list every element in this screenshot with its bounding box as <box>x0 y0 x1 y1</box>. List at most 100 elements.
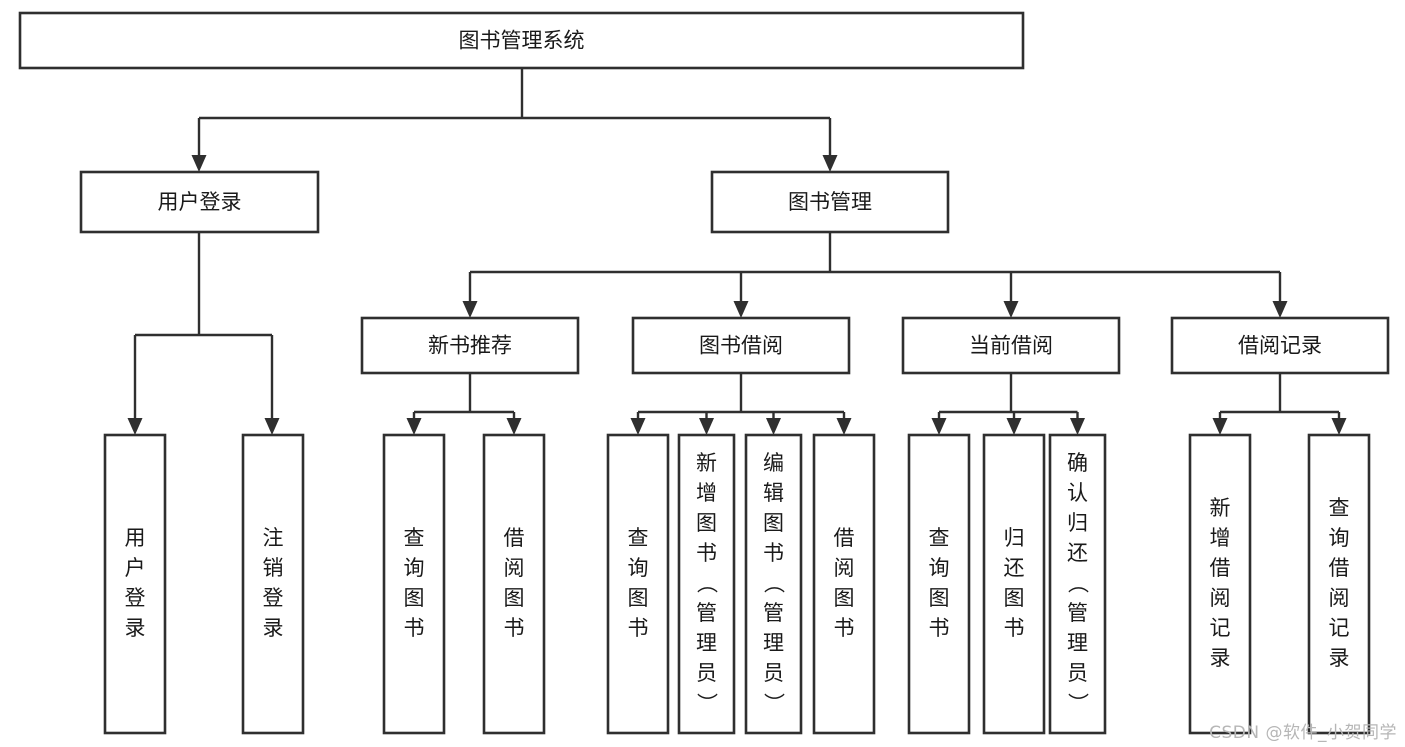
leaf-rect[interactable] <box>241 433 305 735</box>
node-rect[interactable] <box>360 316 580 375</box>
svg-text:确: 确 <box>1067 451 1088 475</box>
node-root-book-management-system[interactable]: 图书管理系统 <box>18 11 1025 70</box>
leaf-rect[interactable] <box>1188 433 1252 735</box>
svg-text:录: 录 <box>125 616 146 640</box>
svg-text:员: 员 <box>696 661 717 685</box>
svg-text:录: 录 <box>1210 646 1231 670</box>
svg-text:图: 图 <box>696 511 717 535</box>
leaf-rect[interactable] <box>907 433 971 735</box>
leaf-rect[interactable] <box>982 433 1046 735</box>
leaf-rect[interactable] <box>812 433 876 735</box>
svg-text:图: 图 <box>1004 586 1025 610</box>
arrow-head <box>462 301 478 318</box>
svg-text:阅: 阅 <box>1210 586 1231 610</box>
node-rect[interactable] <box>1170 316 1390 375</box>
svg-text:（: （ <box>695 573 719 594</box>
node-rect[interactable] <box>79 170 320 234</box>
svg-text:书: 书 <box>834 616 855 640</box>
svg-text:书: 书 <box>763 541 784 565</box>
svg-text:理: 理 <box>696 631 717 655</box>
svg-text:图: 图 <box>834 586 855 610</box>
node-leaf-0-0[interactable]: 用户登录 <box>103 433 167 735</box>
svg-text:图: 图 <box>929 586 950 610</box>
svg-text:还: 还 <box>1004 556 1025 580</box>
leaf-rect[interactable] <box>606 433 670 735</box>
svg-text:图: 图 <box>504 586 525 610</box>
svg-text:员: 员 <box>1067 661 1088 685</box>
node-level2-1[interactable]: 图书管理 <box>710 170 950 234</box>
leaf-label: 用户登录 <box>125 526 146 640</box>
node-rect[interactable] <box>710 170 950 234</box>
arrow-head <box>406 418 422 435</box>
svg-text:书: 书 <box>1004 616 1025 640</box>
node-level3-1-0[interactable]: 新书推荐 <box>360 316 580 375</box>
node-rect[interactable] <box>631 316 851 375</box>
node-label: 用户登录 <box>158 190 242 214</box>
node-rect[interactable] <box>901 316 1121 375</box>
arrow-head <box>191 155 207 172</box>
arrow-head <box>822 155 838 172</box>
svg-text:（: （ <box>1066 573 1090 594</box>
node-level3-1-3[interactable]: 借阅记录 <box>1170 316 1390 375</box>
svg-text:户: 户 <box>125 556 146 580</box>
svg-text:归: 归 <box>1067 511 1088 535</box>
leaf-rect[interactable] <box>103 433 167 735</box>
leaf-rect[interactable] <box>677 433 736 735</box>
arrow-head <box>1212 418 1228 435</box>
arrow-head <box>931 418 947 435</box>
node-rect[interactable] <box>18 11 1025 70</box>
arrow-head <box>127 418 143 435</box>
arrow-head <box>1003 301 1019 318</box>
svg-text:书: 书 <box>628 616 649 640</box>
svg-text:记: 记 <box>1329 616 1350 640</box>
node-label: 借阅记录 <box>1238 334 1322 358</box>
node-level3-1-1[interactable]: 图书借阅 <box>631 316 851 375</box>
svg-text:员: 员 <box>763 661 784 685</box>
svg-text:理: 理 <box>1067 631 1088 655</box>
svg-text:增: 增 <box>1210 526 1231 550</box>
svg-text:借: 借 <box>1329 556 1350 580</box>
leaf-rect[interactable] <box>744 433 803 735</box>
svg-text:查: 查 <box>628 526 649 550</box>
svg-text:书: 书 <box>504 616 525 640</box>
svg-text:图: 图 <box>404 586 425 610</box>
leaf-rect[interactable] <box>482 433 546 735</box>
svg-text:图: 图 <box>628 586 649 610</box>
leaf-rect[interactable] <box>1048 433 1107 735</box>
svg-text:查: 查 <box>1329 496 1350 520</box>
svg-text:认: 认 <box>1067 481 1088 505</box>
node-level3-1-2[interactable]: 当前借阅 <box>901 316 1121 375</box>
leaf-rect[interactable] <box>1307 433 1371 735</box>
arrow-head <box>1070 418 1085 435</box>
arrow-head <box>264 418 280 435</box>
arrow-head <box>1331 418 1347 435</box>
node-level2-0[interactable]: 用户登录 <box>79 170 320 234</box>
node-label: 图书借阅 <box>699 334 783 358</box>
svg-text:归: 归 <box>1004 526 1025 550</box>
svg-text:书: 书 <box>696 541 717 565</box>
svg-text:销: 销 <box>263 556 284 580</box>
leaf-rect[interactable] <box>382 433 446 735</box>
svg-text:询: 询 <box>404 556 425 580</box>
svg-text:借: 借 <box>834 526 855 550</box>
